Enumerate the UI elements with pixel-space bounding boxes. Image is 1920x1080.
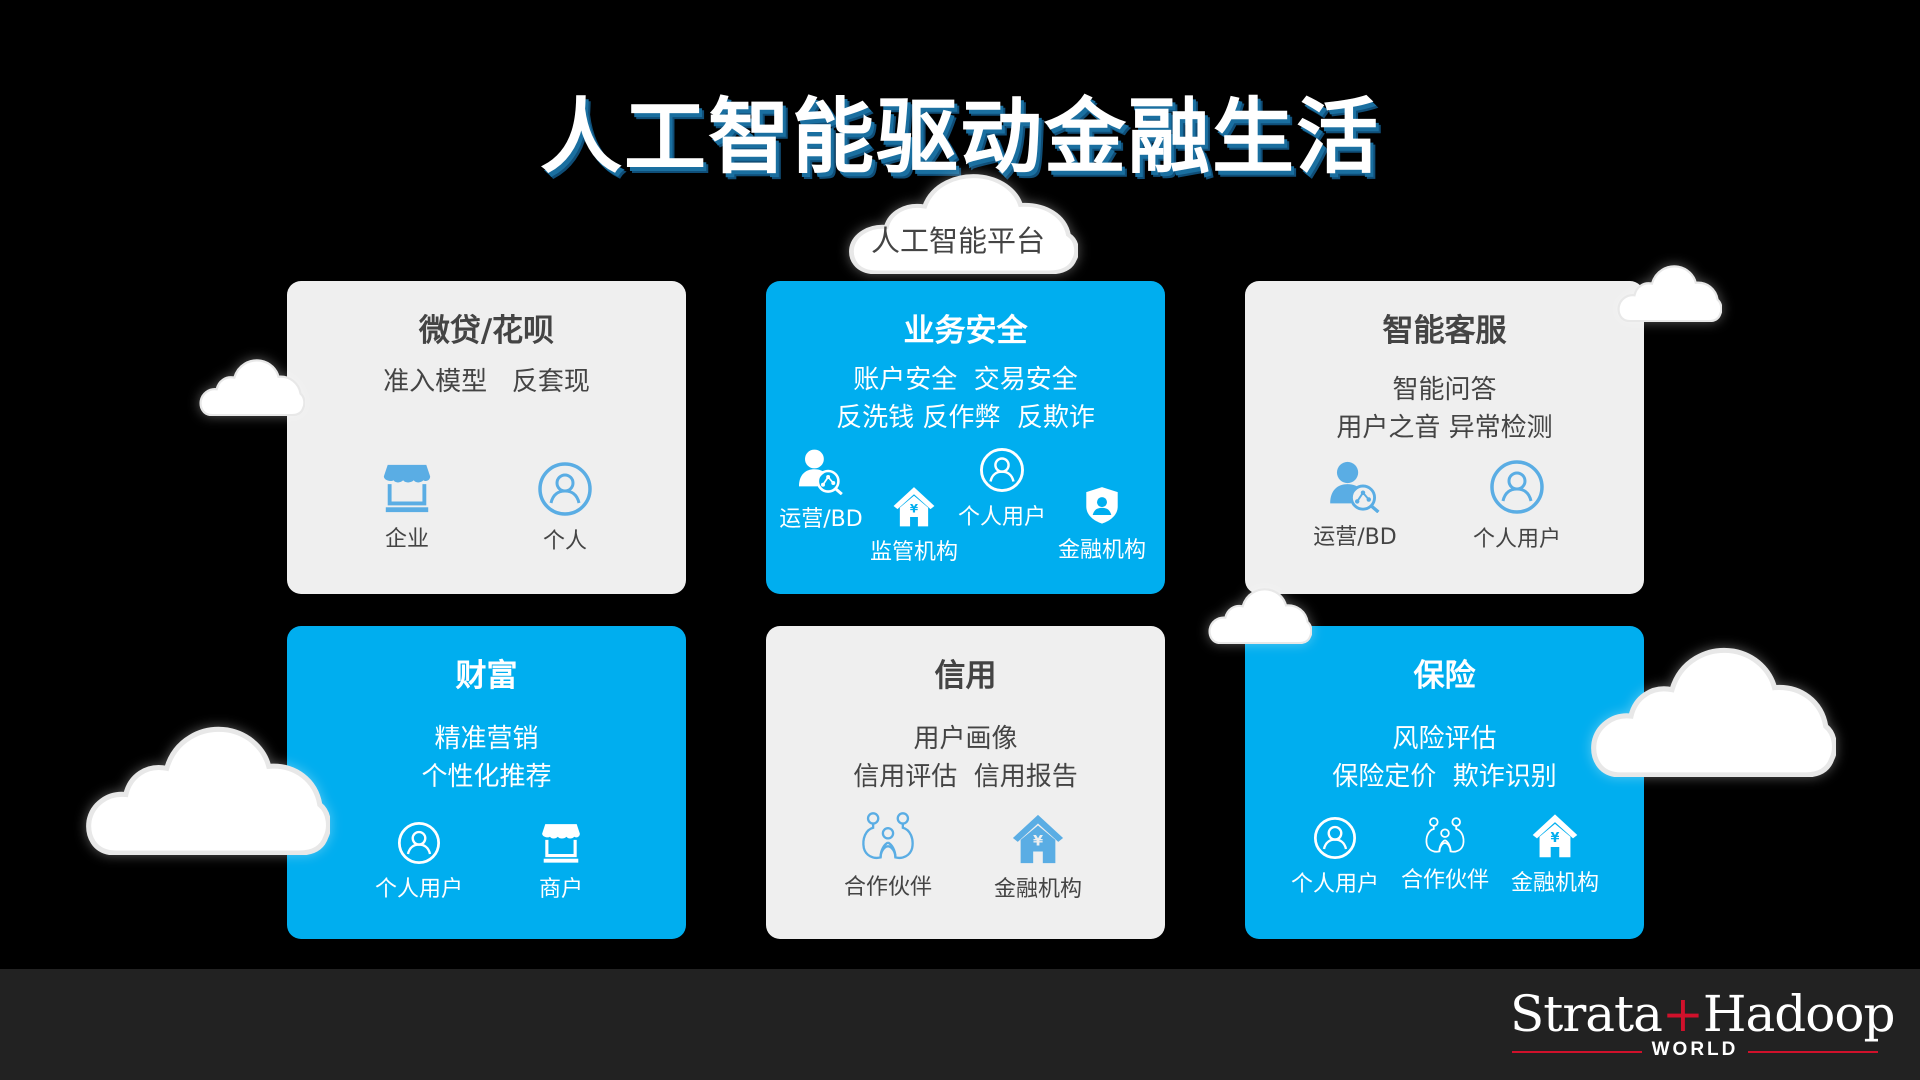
card-feature-line: 用户画像 [913,724,1018,754]
storefront-icon [380,461,434,515]
card-business-security[interactable]: 业务安全 账户安全 交易安全 反洗钱 反作弊 反欺诈 运营/BD 监管机构 个人… [766,281,1165,594]
entity-regulator: 监管机构 [870,484,958,566]
card-feature-line: 风险评估 [1392,724,1497,754]
card-feature-line: 信用评估 信用报告 [853,762,1078,792]
user-circle-icon [1489,459,1545,515]
page-title: 人工智能驱动金融生活 [539,90,1380,185]
card-title: 业务安全 [903,313,1028,349]
entity-financial-institution: 金融机构 [994,811,1082,903]
logo-rule-left [1512,1051,1642,1053]
platform-label: 人工智能平台 [870,224,1045,258]
entity-label: 金融机构 [1057,538,1147,563]
cloud-decoration [85,724,330,855]
entity-financial-institution: 金融机构 [1058,484,1146,564]
entity-label: 商户 [538,877,584,902]
cloud-decoration [1208,587,1312,644]
entity-label: 监管机构 [869,540,959,565]
user-circle-icon [1313,816,1357,860]
card-title: 财富 [455,658,518,694]
entity-label: 运营/BD [779,507,863,532]
logo-subtitle: WORLD [1651,1039,1739,1060]
entity-partners: 合作伙伴 [844,811,932,901]
entity-label: 合作伙伴 [843,875,933,900]
user-analytics-icon [1328,459,1382,513]
entity-label: 金融机构 [993,877,1083,902]
entity-label: 个人 [542,529,587,554]
entity-label: 合作伙伴 [1400,868,1490,893]
entity-label: 个人用户 [374,877,464,902]
entity-financial-institution: 金融机构 [1511,811,1599,897]
card-feature-line: 反洗钱 反作弊 反欺诈 [836,403,1095,433]
bank-house-icon [1530,811,1580,859]
cloud-decoration [199,358,305,416]
cloud-decoration [1590,645,1836,777]
card-feature-line: 用户之音 异常检测 [1336,413,1553,443]
entity-partners: 合作伙伴 [1401,816,1489,894]
user-circle-icon [537,461,593,517]
entity-label: 个人用户 [1290,872,1380,897]
card-credit[interactable]: 信用 用户画像 信用评估 信用报告 合作伙伴 金融机构 [766,626,1165,939]
entity-personal-user: 个人用户 [1291,816,1379,898]
entity-merchant: 商户 [539,821,583,903]
card-title: 智能客服 [1382,313,1507,349]
partners-icon [859,811,917,863]
card-feature-line: 精准营销 [434,724,539,754]
card-title: 保险 [1413,658,1476,694]
storefront-icon [539,821,583,865]
logo-wordmark: Strata+Hadoop [1510,985,1896,1043]
entity-personal-user: 个人用户 [958,447,1046,531]
cloud-decoration [1617,264,1722,322]
card-title: 信用 [934,658,997,694]
card-title: 微贷/花呗 [418,313,555,349]
bank-house-icon [1010,811,1066,865]
user-analytics-icon [797,447,845,495]
footer-bar [0,969,1920,1080]
bank-house-icon [891,484,937,528]
entity-individual: 个人 [537,461,593,555]
entity-label: 企业 [384,527,429,552]
entity-personal-user: 个人用户 [375,821,463,903]
entity-label: 金融机构 [1510,871,1600,896]
user-circle-icon [397,821,441,865]
logo-rule-right [1748,1051,1878,1053]
card-wealth[interactable]: 财富 精准营销 个性化推荐 个人用户 商户 [287,626,686,939]
card-feature-line: 准入模型 反套现 [383,367,590,397]
shield-user-icon [1082,484,1122,526]
partners-icon [1424,816,1466,856]
entity-label: 个人用户 [957,505,1047,530]
card-microloan[interactable]: 微贷/花呗 准入模型 反套现 企业 个人 [287,281,686,594]
card-feature-line: 账户安全 交易安全 [853,365,1078,395]
card-feature-line: 保险定价 欺诈识别 [1332,762,1557,792]
entity-enterprise: 企业 [380,461,434,553]
card-feature-line: 智能问答 [1392,375,1497,405]
card-smart-customer-service[interactable]: 智能客服 智能问答 用户之音 异常检测 运营/BD 个人用户 [1245,281,1644,594]
entity-label: 个人用户 [1472,527,1562,552]
strata-hadoop-logo: Strata+Hadoop WORLD [1510,985,1896,1065]
entity-ops-bd: 运营/BD [779,447,863,533]
card-feature-line: 个性化推荐 [421,762,552,792]
card-insurance[interactable]: 保险 风险评估 保险定价 欺诈识别 个人用户 合作伙伴 金融机构 [1245,626,1644,939]
entity-ops-bd: 运营/BD [1313,459,1397,551]
entity-label: 运营/BD [1313,525,1397,550]
user-circle-icon [979,447,1025,493]
entity-personal-user: 个人用户 [1473,459,1561,553]
